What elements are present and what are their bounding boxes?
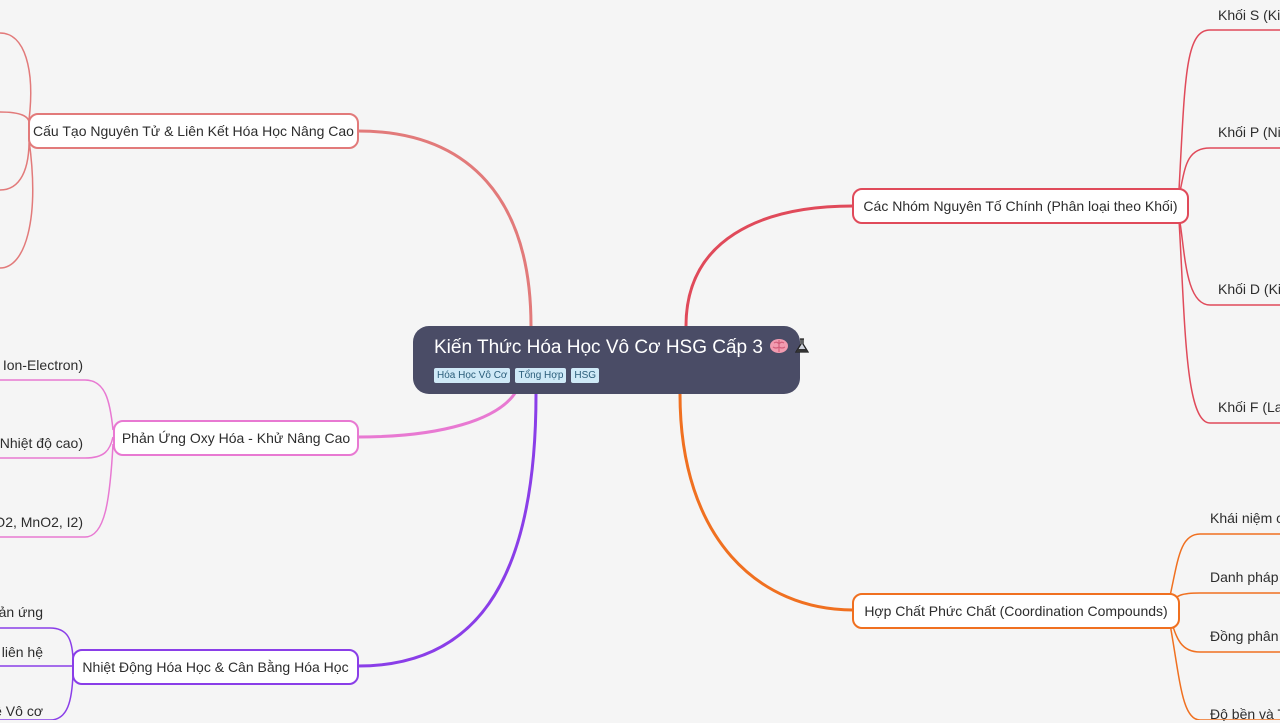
root-topic[interactable]: Kiến Thức Hóa Học Vô Cơ HSG Cấp 3 Hóa Họ… bbox=[413, 326, 810, 394]
tag-list: Hóa Học Vô Cơ Tổng Hợp HSG bbox=[434, 368, 780, 383]
redox-child-3[interactable]: 2O2, MnO2, I2) bbox=[0, 514, 83, 530]
branch-label: Các Nhóm Nguyên Tố Chính (Phân loại theo… bbox=[863, 198, 1178, 214]
root-title: Kiến Thức Hóa Học Vô Cơ HSG Cấp 3 bbox=[434, 337, 763, 358]
link-root-groups bbox=[684, 204, 854, 327]
root-title-row: Kiến Thức Hóa Học Vô Cơ HSG Cấp 3 bbox=[434, 336, 810, 361]
groups-child-d[interactable]: Khối D (Kin bbox=[1218, 281, 1280, 297]
complex-child-2[interactable]: Danh pháp bbox=[1210, 569, 1279, 585]
brain-icon bbox=[769, 337, 789, 361]
thermo-child-3[interactable]: ệ Vô cơ bbox=[0, 703, 43, 719]
branch-complex-compounds[interactable]: Hợp Chất Phức Chất (Coordination Compoun… bbox=[852, 593, 1180, 629]
branch-redox[interactable]: Phản Ứng Oxy Hóa - Khử Nâng Cao bbox=[113, 420, 359, 456]
branch-atomic-structure[interactable]: Cấu Tạo Nguyên Tử & Liên Kết Hóa Học Nân… bbox=[28, 113, 359, 149]
branch-label: Cấu Tạo Nguyên Tử & Liên Kết Hóa Học Nân… bbox=[33, 123, 354, 139]
complex-child-1[interactable]: Khái niệm c bbox=[1210, 510, 1280, 526]
branch-element-groups[interactable]: Các Nhóm Nguyên Tố Chính (Phân loại theo… bbox=[852, 188, 1189, 224]
complex-child-3[interactable]: Đồng phân bbox=[1210, 628, 1279, 644]
thermo-child-2[interactable]: liên hệ bbox=[1, 644, 43, 660]
groups-child-p[interactable]: Khối P (Nit bbox=[1218, 124, 1280, 140]
link-root-complex bbox=[678, 393, 854, 612]
branch-label: Hợp Chất Phức Chất (Coordination Compoun… bbox=[864, 603, 1168, 619]
branch-label: Nhiệt Động Hóa Học & Cân Bằng Hóa Học bbox=[82, 659, 349, 675]
tag-hoa-hoc-vo-co[interactable]: Hóa Học Vô Cơ bbox=[434, 368, 511, 383]
link-root-redox bbox=[357, 389, 519, 439]
branch-label: Phản Ứng Oxy Hóa - Khử Nâng Cao bbox=[121, 430, 351, 446]
complex-child-4[interactable]: Độ bền và T bbox=[1210, 706, 1280, 722]
redox-child-2[interactable]: (Nhiệt độ cao) bbox=[0, 435, 83, 451]
groups-child-s[interactable]: Khối S (Kin bbox=[1218, 7, 1280, 23]
tag-tong-hop[interactable]: Tổng Hợp bbox=[515, 368, 567, 383]
branch-thermodynamics[interactable]: Nhiệt Động Hóa Học & Cân Bằng Hóa Học bbox=[72, 649, 359, 685]
flask-icon bbox=[794, 337, 810, 361]
redox-child-1[interactable]: o Ion-Electron) bbox=[0, 357, 83, 373]
groups-child-f[interactable]: Khối F (Lan bbox=[1218, 399, 1280, 415]
thermo-child-1[interactable]: hản ứng bbox=[0, 604, 43, 620]
link-root-thermo bbox=[357, 393, 538, 668]
link-root-atomic bbox=[357, 129, 533, 327]
tag-hsg[interactable]: HSG bbox=[571, 368, 600, 383]
